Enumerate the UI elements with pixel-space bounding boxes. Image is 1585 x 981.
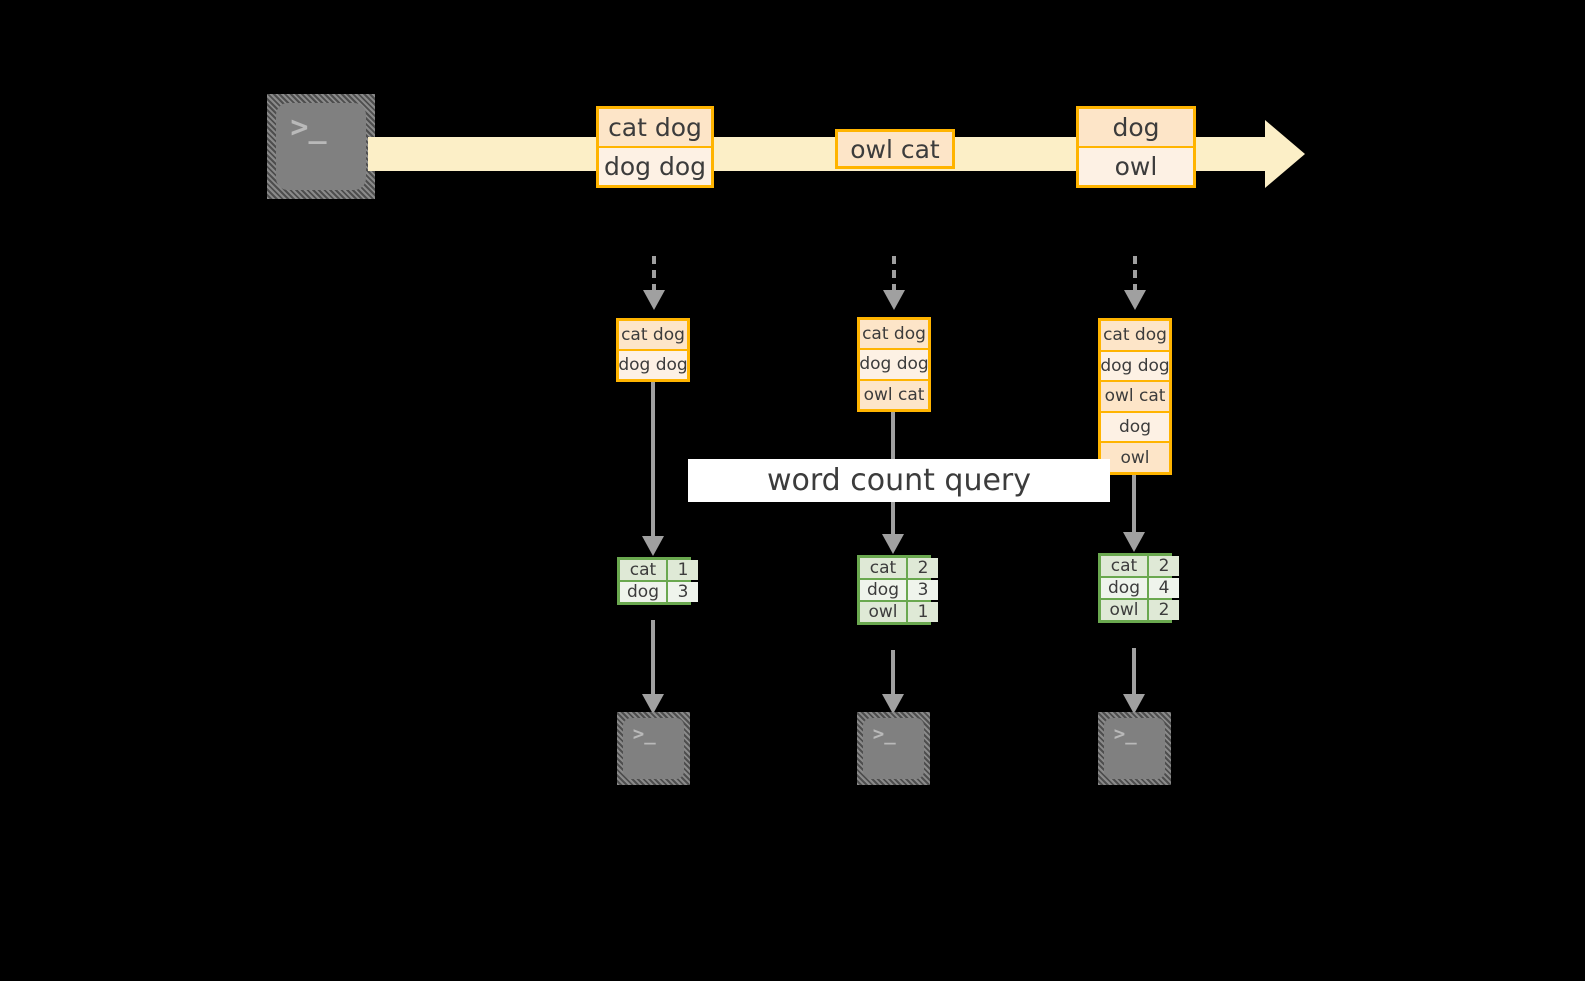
table-row: cat 2 bbox=[1101, 556, 1179, 576]
stream-event: dog dog bbox=[599, 148, 711, 185]
table-row: dog 4 bbox=[1101, 578, 1179, 598]
result-word: cat bbox=[1101, 556, 1147, 576]
terminal-screen: >_ bbox=[276, 103, 366, 190]
sink-arrow-line-3 bbox=[1132, 648, 1136, 695]
stream-event-group-1: cat dog dog dog bbox=[596, 106, 714, 188]
sink-arrow-head-1 bbox=[642, 694, 664, 714]
sink-terminal-icon-3: >_ bbox=[1098, 712, 1171, 785]
sink-terminal-icon-2: >_ bbox=[857, 712, 930, 785]
buffer-stack-3: cat dog dog dog owl cat dog owl bbox=[1098, 318, 1172, 475]
result-count: 3 bbox=[668, 582, 698, 602]
table-row: cat 2 bbox=[860, 558, 938, 578]
stream-event: cat dog bbox=[599, 109, 711, 146]
terminal-prompt-glyph: >_ bbox=[872, 723, 896, 746]
terminal-prompt-glyph: >_ bbox=[1113, 723, 1137, 746]
stream-event-group-2: owl cat bbox=[835, 129, 955, 169]
sink-arrow-head-2 bbox=[882, 694, 904, 714]
stream-event: owl bbox=[1079, 148, 1193, 185]
query-arrow-head-3 bbox=[1123, 532, 1145, 552]
result-count: 2 bbox=[1149, 556, 1179, 576]
source-terminal-icon: >_ bbox=[267, 94, 375, 199]
result-word: cat bbox=[860, 558, 906, 578]
result-word: owl bbox=[1101, 600, 1147, 620]
query-arrow-head-1 bbox=[642, 536, 664, 556]
snapshot-tick-line-3 bbox=[1133, 256, 1137, 292]
result-word: owl bbox=[860, 602, 906, 622]
table-row: dog 3 bbox=[860, 580, 938, 600]
buffer-event: cat dog bbox=[860, 320, 928, 349]
snapshot-tick-arrowhead-2 bbox=[883, 290, 905, 310]
stream-event-group-3: dog owl bbox=[1076, 106, 1196, 188]
table-row: owl 2 bbox=[1101, 600, 1179, 620]
buffer-event: owl cat bbox=[1101, 382, 1169, 411]
result-count: 2 bbox=[908, 558, 938, 578]
stream-ribbon-arrowhead bbox=[1265, 120, 1305, 188]
buffer-event: dog bbox=[1101, 412, 1169, 442]
result-word: dog bbox=[860, 580, 906, 600]
result-word: dog bbox=[620, 582, 666, 602]
sink-arrow-line-2 bbox=[891, 650, 895, 695]
sink-arrow-line-1 bbox=[651, 620, 655, 695]
query-arrow-line-3 bbox=[1132, 475, 1136, 533]
result-count: 1 bbox=[908, 602, 938, 622]
result-count: 1 bbox=[668, 560, 698, 580]
terminal-prompt-glyph: >_ bbox=[290, 110, 327, 146]
buffer-event: dog dog bbox=[859, 350, 929, 379]
result-table-3: cat 2 dog 4 owl 2 bbox=[1098, 553, 1179, 623]
sink-arrow-head-3 bbox=[1123, 694, 1145, 714]
buffer-stack-2: cat dog dog dog owl cat bbox=[857, 317, 931, 412]
query-label-text: word count query bbox=[766, 463, 1032, 498]
terminal-screen: >_ bbox=[623, 718, 684, 779]
stream-event: owl cat bbox=[838, 132, 952, 166]
table-row: owl 1 bbox=[860, 602, 938, 622]
result-count: 4 bbox=[1149, 578, 1179, 598]
snapshot-tick-arrowhead-1 bbox=[643, 290, 665, 310]
result-word: cat bbox=[620, 560, 666, 580]
result-table-2: cat 2 dog 3 owl 1 bbox=[857, 555, 938, 625]
sink-terminal-icon-1: >_ bbox=[617, 712, 690, 785]
terminal-screen: >_ bbox=[863, 718, 924, 779]
table-row: cat 1 bbox=[620, 560, 698, 580]
query-arrow-line-1 bbox=[651, 382, 655, 537]
buffer-stack-1: cat dog dog dog bbox=[616, 318, 690, 382]
result-table-1: cat 1 dog 3 bbox=[617, 557, 698, 605]
buffer-event: dog dog bbox=[1100, 351, 1170, 381]
result-count: 3 bbox=[908, 580, 938, 600]
result-count: 2 bbox=[1149, 600, 1179, 620]
snapshot-tick-line-1 bbox=[652, 256, 656, 292]
snapshot-tick-line-2 bbox=[892, 256, 896, 292]
terminal-prompt-glyph: >_ bbox=[632, 723, 656, 746]
buffer-event: cat dog bbox=[1101, 321, 1169, 350]
buffer-event: dog dog bbox=[618, 351, 688, 379]
result-word: dog bbox=[1101, 578, 1147, 598]
query-arrow-head-2 bbox=[882, 534, 904, 554]
buffer-event: owl cat bbox=[860, 380, 928, 409]
terminal-screen: >_ bbox=[1104, 718, 1165, 779]
stream-event: dog bbox=[1079, 109, 1193, 146]
query-label-banner: word count query bbox=[688, 459, 1110, 502]
buffer-event: cat dog bbox=[619, 321, 687, 349]
snapshot-tick-arrowhead-3 bbox=[1124, 290, 1146, 310]
buffer-event: owl bbox=[1101, 443, 1169, 472]
table-row: dog 3 bbox=[620, 582, 698, 602]
